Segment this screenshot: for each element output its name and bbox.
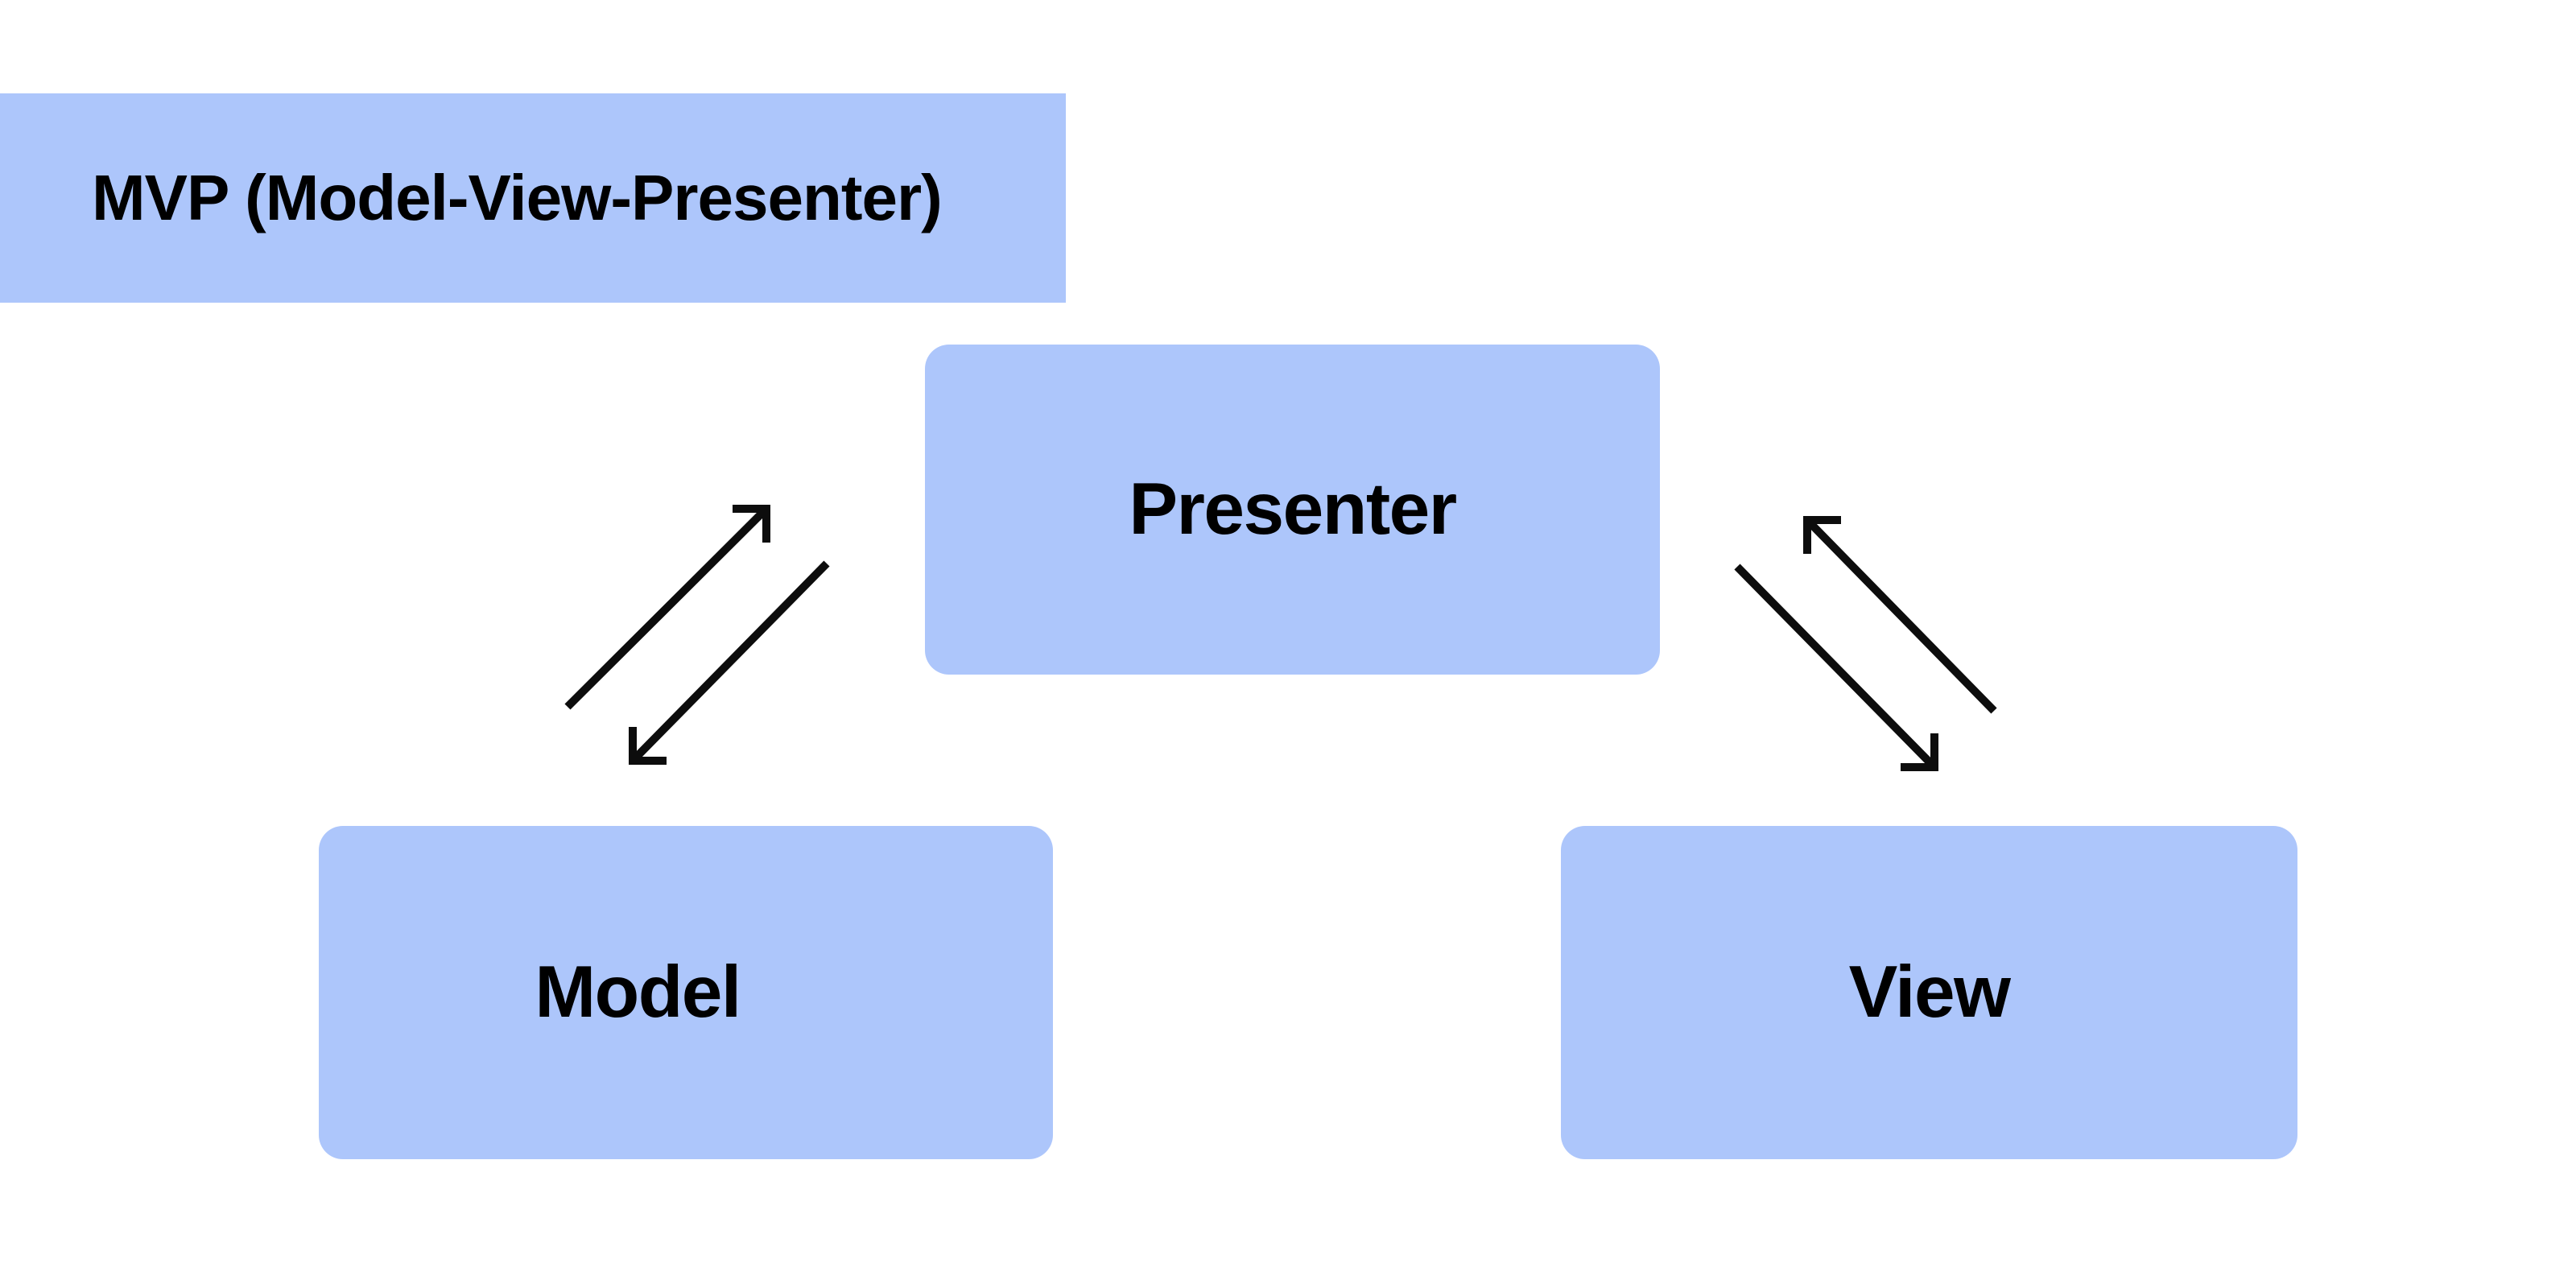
node-view: View xyxy=(1561,826,2297,1159)
arrowhead-up-left-icon xyxy=(1803,516,1841,554)
edge-model-presenter xyxy=(564,505,830,765)
edge-presenter-view xyxy=(1734,516,1997,771)
node-presenter-label: Presenter xyxy=(1129,469,1457,550)
arrowhead-up-right-icon xyxy=(733,505,770,543)
arrow-presenter-to-model-shaft xyxy=(630,560,830,764)
node-model: Model xyxy=(319,826,1053,1159)
arrowhead-down-left-icon xyxy=(629,727,667,765)
arrowhead-down-right-icon xyxy=(1901,733,1938,771)
arrow-view-to-presenter-shaft xyxy=(1804,517,1997,714)
node-model-label: Model xyxy=(535,952,741,1033)
diagram-title: MVP (Model-View-Presenter) xyxy=(92,162,943,233)
arrow-model-to-presenter-shaft xyxy=(564,506,770,710)
arrow-presenter-to-view-shaft xyxy=(1734,564,1938,770)
title-banner: MVP (Model-View-Presenter) xyxy=(0,93,1066,303)
node-view-label: View xyxy=(1848,952,2011,1033)
node-presenter: Presenter xyxy=(925,345,1660,675)
